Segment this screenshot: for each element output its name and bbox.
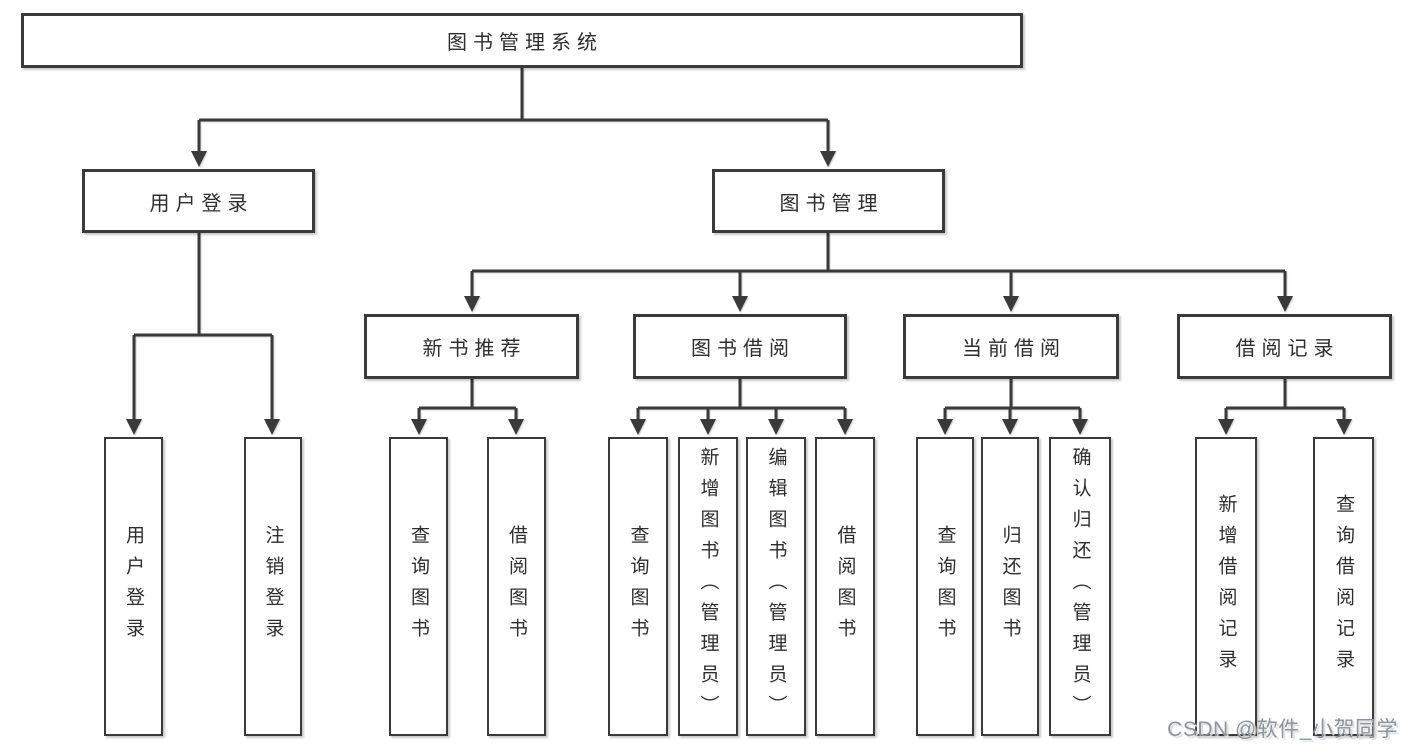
node-user-login: 用户登录	[82, 169, 315, 233]
node-book-borrowing-label: 图书借阅	[691, 338, 795, 360]
leaf-logout-label: 注销登录	[262, 524, 284, 649]
node-root: 图书管理系统	[21, 13, 1023, 68]
leaf-query-books-current: 查询图书	[916, 437, 974, 736]
leaf-borrow-books-recommend: 借阅图书	[487, 437, 546, 736]
node-current-borrowing: 当前借阅	[903, 314, 1119, 379]
leaf-user-login: 用户登录	[104, 437, 163, 736]
leaf-user-login-label: 用户登录	[123, 524, 144, 649]
node-new-book-recommend-label: 新书推荐	[422, 338, 527, 360]
leaf-return-book: 归还图书	[981, 437, 1039, 736]
leaf-confirm-return-admin-label: 确认归还（管理员）	[1069, 447, 1091, 726]
node-borrowing-records: 借阅记录	[1177, 314, 1392, 379]
leaf-query-books-borrowing: 查询图书	[608, 437, 668, 736]
leaf-logout: 注销登录	[244, 437, 302, 736]
node-new-book-recommend: 新书推荐	[364, 314, 579, 379]
leaf-borrow-books-recommend-label: 借阅图书	[506, 524, 527, 649]
leaf-query-borrow-record-label: 查询借阅记录	[1333, 493, 1354, 680]
leaf-return-book-label: 归还图书	[999, 524, 1021, 649]
csdn-watermark: CSDN @软件_小贺同学	[1167, 718, 1398, 741]
leaf-edit-book-admin-label: 编辑图书（管理员）	[765, 447, 787, 726]
leaf-add-borrow-record: 新增借阅记录	[1195, 437, 1257, 736]
leaf-borrow-books-borrowing-label: 借阅图书	[834, 524, 856, 649]
leaf-query-books-recommend-label: 查询图书	[408, 524, 429, 649]
node-user-login-label: 用户登录	[149, 192, 254, 215]
node-borrowing-records-label: 借阅记录	[1235, 338, 1340, 360]
leaf-add-borrow-record-label: 新增借阅记录	[1215, 493, 1237, 680]
leaf-add-book-admin-label: 新增图书（管理员）	[697, 447, 719, 726]
node-current-borrowing-label: 当前借阅	[962, 338, 1066, 360]
leaf-edit-book-admin: 编辑图书（管理员）	[746, 437, 806, 736]
node-root-label: 图书管理系统	[447, 32, 603, 54]
leaf-query-borrow-record: 查询借阅记录	[1313, 437, 1374, 736]
leaf-query-books-recommend: 查询图书	[389, 437, 448, 736]
node-book-management: 图书管理	[712, 169, 945, 233]
leaf-add-book-admin: 新增图书（管理员）	[678, 437, 738, 736]
leaf-query-books-current-label: 查询图书	[934, 524, 956, 649]
leaf-confirm-return-admin: 确认归还（管理员）	[1049, 437, 1111, 736]
node-book-borrowing: 图书借阅	[633, 314, 847, 379]
leaf-borrow-books-borrowing: 借阅图书	[815, 437, 875, 736]
node-book-management-label: 图书管理	[779, 192, 884, 215]
leaf-query-books-borrowing-label: 查询图书	[627, 524, 649, 649]
